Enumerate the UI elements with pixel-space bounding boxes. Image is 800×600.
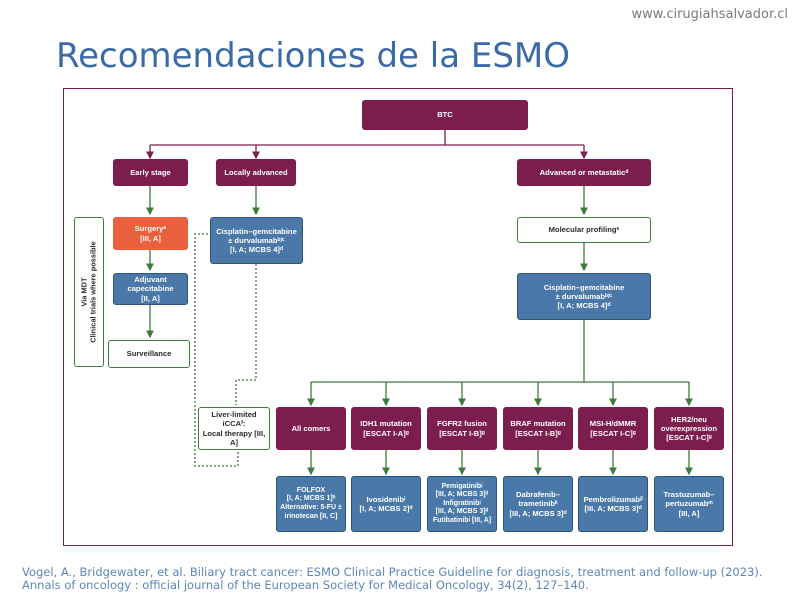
citation: Vogel, A., Bridgewater, et al. Biliary t… bbox=[22, 565, 763, 592]
molecular-profiling-node: Molecular profilingᵉ bbox=[517, 217, 651, 243]
slide-title: Recomendaciones de la ESMO bbox=[56, 36, 571, 76]
cisplatin-gemcitabine-local-node: Cisplatin–gemcitabine ± durvalumabᵇʲᶜ [I… bbox=[210, 217, 303, 264]
target-msi-h: MSI-H/dMMR [ESCAT I-C]ᵍ bbox=[578, 407, 648, 450]
target-her2: HER2/neu overexpression [ESCAT I-C]ᵍ bbox=[654, 407, 724, 450]
treatment-trastuzumab: Trastuzumab– pertuzumabᵐ [III, A] bbox=[654, 476, 724, 532]
target-braf: BRAF mutation [ESCAT I-B]ᵍ bbox=[503, 407, 573, 450]
surveillance-node: Surveillance bbox=[108, 340, 190, 368]
surgery-node: Surgeryᵃ [III, A] bbox=[113, 217, 188, 250]
treatment-pembrolizumab: Pembrolizumabʲˡ [III, A; MCBS 3]ᵈ bbox=[578, 476, 648, 532]
mdt-clinical-trials-node: Via MDT Clinical trials where possible bbox=[74, 217, 104, 367]
treatment-dabrafenib: Dabrafenib– trametinibᵏ [III, A; MCBS 3]… bbox=[503, 476, 573, 532]
target-idh1: IDH1 mutation [ESCAT I-A]ᵍ bbox=[351, 407, 421, 450]
treatment-ivosidenib: Ivosidenibⁱ [I, A; MCBS 2]ᵈ bbox=[351, 476, 421, 532]
treatment-folfox: FOLFOX [I, A; MCBS 1]ʰ Alternative: 5-FU… bbox=[276, 476, 346, 532]
locally-advanced-node: Locally advanced bbox=[216, 159, 296, 186]
early-stage-node: Early stage bbox=[113, 159, 188, 186]
advanced-metastatic-node: Advanced or metastaticᵈ bbox=[517, 159, 651, 186]
target-fgfr2: FGFR2 fusion [ESCAT I-B]ᵍ bbox=[427, 407, 497, 450]
cisplatin-gemcitabine-advanced-node: Cisplatin–gemcitabine ± durvalumabᵇʲᶜ [I… bbox=[517, 273, 651, 320]
liver-limited-icca-node: Liver-limited iCCAᶠ: Local therapy [III,… bbox=[198, 407, 270, 450]
mdt-label: Via MDT Clinical trials where possible bbox=[79, 241, 99, 343]
target-all-comers: All comers bbox=[276, 407, 346, 450]
treatment-fgfr2-inhibitors: Pemigatinibʲ [III, A; MCBS 3]ᵈ Infigrati… bbox=[427, 476, 497, 532]
adjuvant-capecitabine-node: Adjuvant capecitabine [II, A] bbox=[113, 273, 188, 305]
site-url: www.cirugiahsalvador.cl bbox=[631, 7, 788, 22]
btc-node: BTC bbox=[362, 100, 528, 130]
